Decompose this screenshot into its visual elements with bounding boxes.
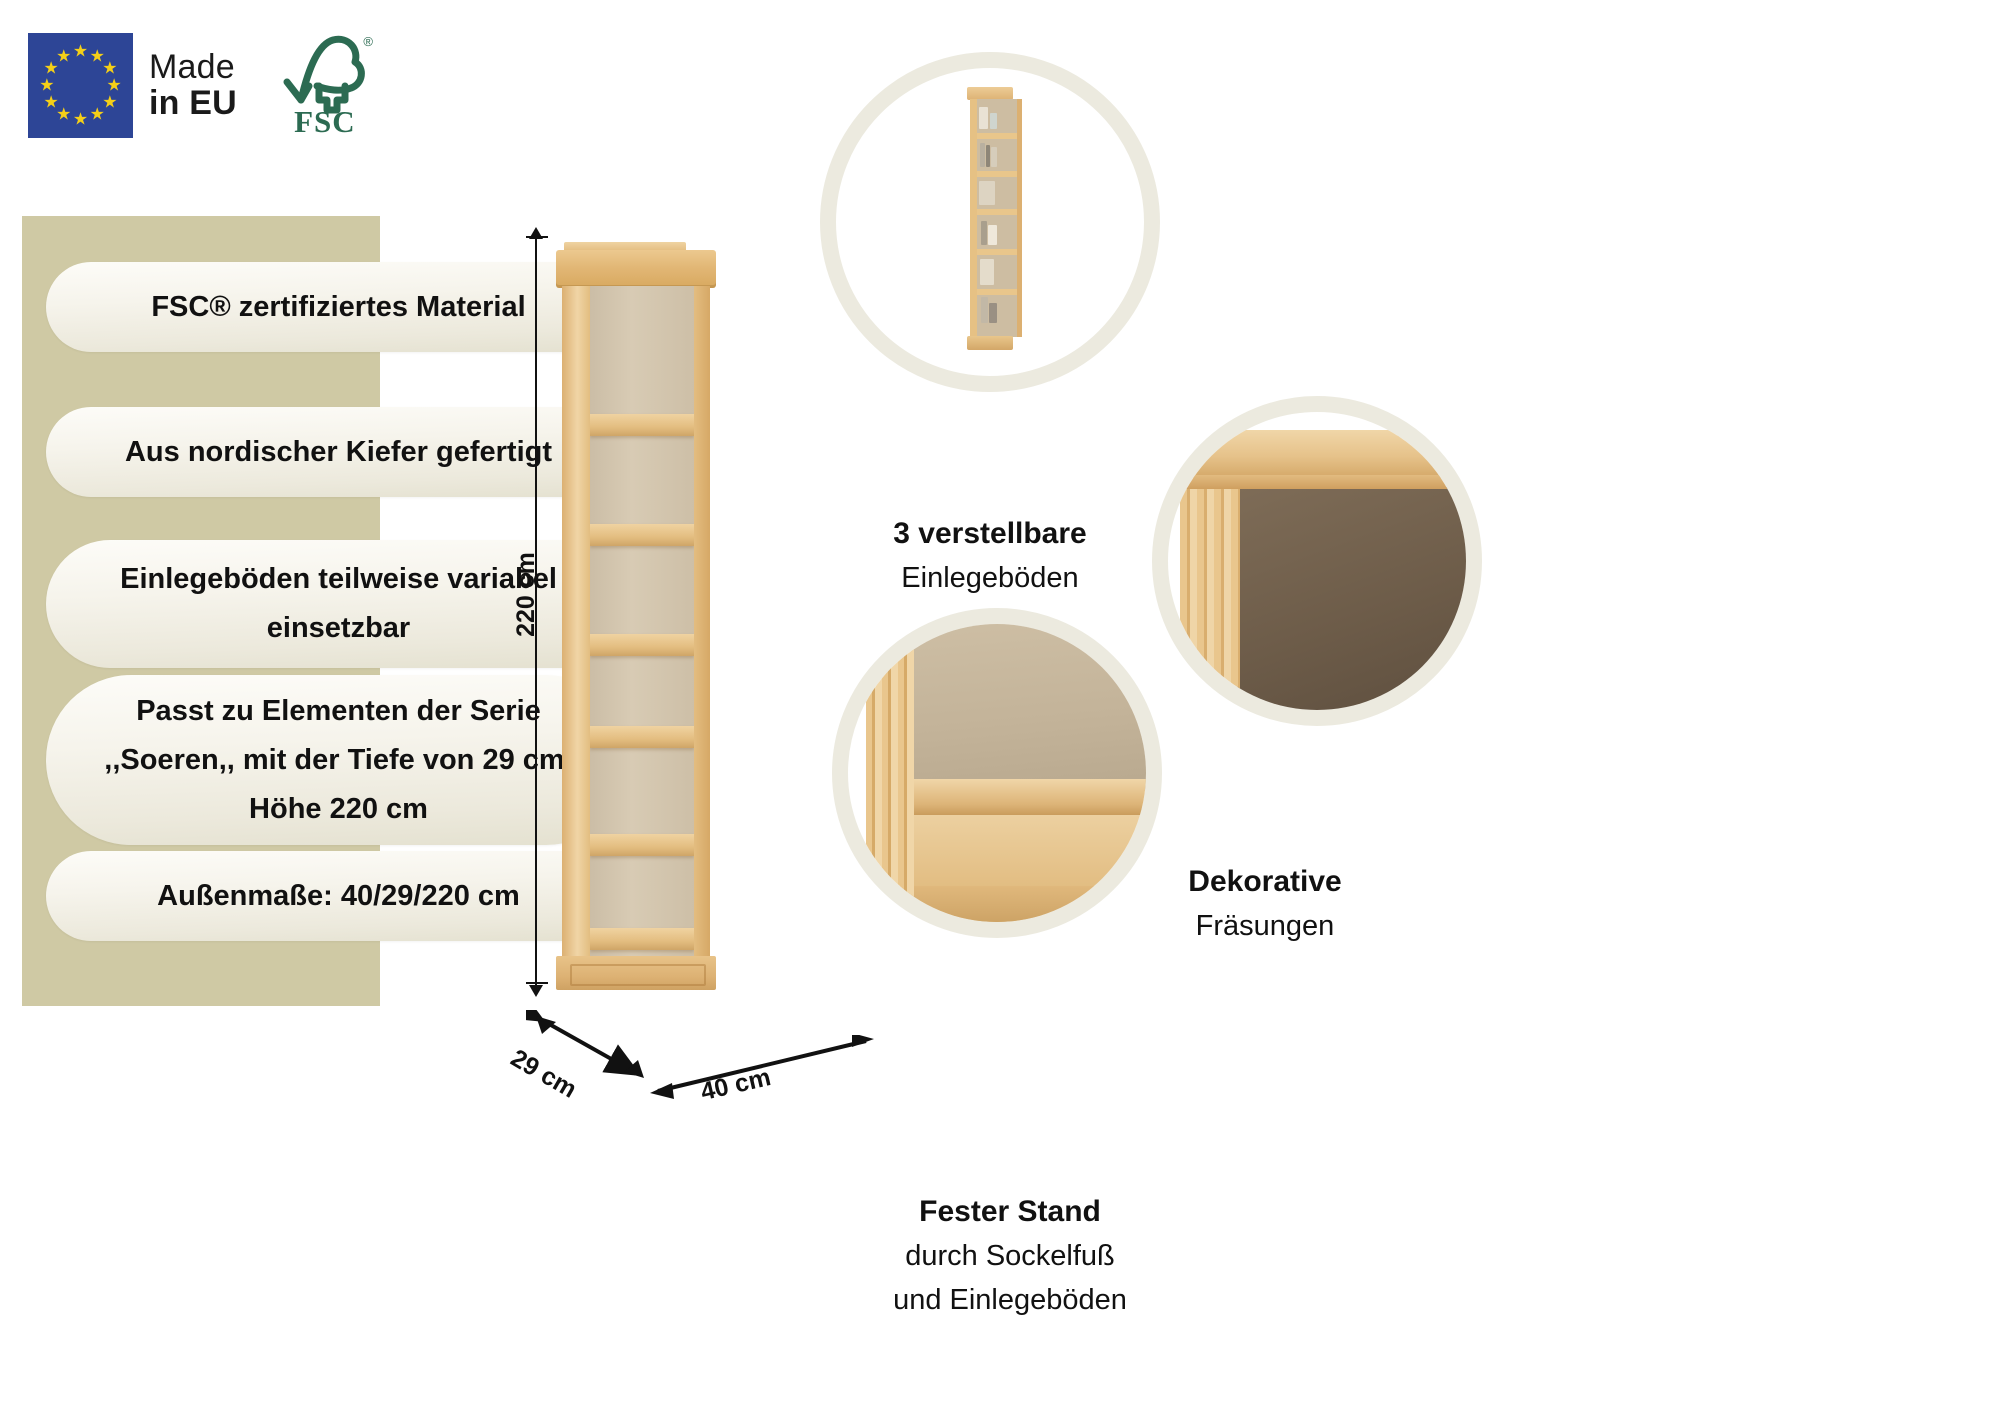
certification-badges: ★ ★ ★ ★ ★ ★ ★ ★ ★ ★ ★ ★ Made in EU <box>28 30 373 140</box>
callout-caption-stable-stand: Fester Stand durch Sockelfuß und Einlege… <box>790 1190 1230 1322</box>
decor-item <box>981 297 988 323</box>
decor-item <box>991 147 997 167</box>
mini-shelf <box>977 133 1017 139</box>
height-dim-tick-bottom <box>526 982 548 984</box>
feature-pill-5-line-1: Außenmaße: 40/29/220 cm <box>157 879 520 912</box>
mini-bookcase-plinth <box>967 336 1013 350</box>
feature-pill-2-line-1: Aus nordischer Kiefer gefertigt <box>124 435 553 468</box>
milling-top-edge <box>1168 474 1466 490</box>
made-in-eu-text: Made in EU <box>149 49 237 121</box>
decor-item <box>986 145 990 167</box>
plinth-shelf-board <box>910 778 1146 815</box>
depth-dimension: 29 cm <box>506 990 656 1104</box>
shelf-board <box>590 928 694 950</box>
decor-item <box>979 107 988 129</box>
mini-bookcase-cornice <box>967 87 1013 100</box>
feature-pill-2: Aus nordischer Kiefer gefertigt <box>46 407 631 497</box>
bookcase-plinth <box>556 956 716 990</box>
fsc-registered-mark: ® <box>363 34 373 49</box>
plinth-grooved-post <box>865 624 914 922</box>
feature-pill-3-line-2: einsetzbar <box>266 612 411 644</box>
shelf-board <box>590 834 694 856</box>
callout-image-adjustable-shelves <box>820 52 1160 392</box>
depth-arrow <box>506 990 644 1078</box>
decor-item <box>979 181 995 205</box>
width-dimension: 40 cm <box>640 1033 874 1106</box>
bookcase-illustration <box>556 242 716 990</box>
bookcase-right-post <box>694 286 710 958</box>
feature-pill-3: Einlegeböden teilweise variabel einsetzb… <box>46 540 631 668</box>
bookcase-cornice <box>556 250 716 288</box>
milling-interior-shadow <box>1236 486 1466 710</box>
milling-grooved-post <box>1179 486 1240 710</box>
made-in-eu-line2: in EU <box>149 84 237 122</box>
fsc-tree-checkmark-icon <box>283 35 365 114</box>
callout-caption-adjustable-shelves: 3 verstellbare Einlegeböden <box>770 512 1210 600</box>
callout-subtitle2-stable-stand: und Einlegeböden <box>893 1284 1127 1316</box>
mini-shelf <box>977 209 1017 215</box>
fsc-label: FSC <box>294 104 356 139</box>
feature-pill-5: Außenmaße: 40/29/220 cm <box>46 851 631 941</box>
decor-item <box>980 143 985 167</box>
plinth-foot-detail-photo <box>848 624 1146 922</box>
made-in-eu-line1: Made <box>149 48 235 86</box>
bookcase-plinth-moulding <box>570 964 706 986</box>
top-corner-milling-detail-photo <box>1168 412 1466 710</box>
feature-pill-4-line-1: Passt zu Elementen der Serie <box>136 694 541 727</box>
feature-pill-4-line-2: ,,Soeren,, mit der Tiefe von 29 cm, <box>104 743 573 776</box>
callout-caption-decorative-milling: Dekorative Fräsungen <box>1045 860 1485 948</box>
decor-item <box>990 113 997 129</box>
bookcase-interior <box>590 286 694 958</box>
mini-bookcase-body <box>970 99 1022 337</box>
shelf-board <box>590 524 694 546</box>
decor-item <box>981 221 987 245</box>
callout-image-stable-stand <box>832 608 1162 938</box>
feature-pill-1: FSC® zertifiziertes Material <box>46 262 631 352</box>
milling-top-panel <box>1168 429 1466 478</box>
decor-item <box>988 225 997 245</box>
made-in-eu-badge: ★ ★ ★ ★ ★ ★ ★ ★ ★ ★ ★ ★ Made in EU <box>28 32 237 138</box>
bookcase-top-lip <box>564 242 686 252</box>
height-dimension-label: 220 cm <box>511 552 540 637</box>
shelf-board <box>590 414 694 436</box>
feature-pill-1-line-1: FSC® zertifiziertes Material <box>151 290 526 323</box>
decor-item <box>989 303 997 323</box>
callout-subtitle-adjustable-shelves: Einlegeböden <box>901 562 1079 594</box>
feature-pill-3-line-1: Einlegeböden teilweise variabel <box>120 563 557 595</box>
width-arrow <box>650 1033 874 1099</box>
product-dimension-diagram: 220 cm <box>506 227 874 1390</box>
callout-subtitle-stable-stand: durch Sockelfuß <box>905 1240 1115 1272</box>
callout-title-stable-stand: Fester Stand <box>919 1195 1101 1228</box>
callout-title-adjustable-shelves: 3 verstellbare <box>893 517 1087 550</box>
mini-shelf <box>977 289 1017 295</box>
shelf-board <box>590 634 694 656</box>
feature-pill-4: Passt zu Elementen der Serie ,,Soeren,, … <box>46 675 631 845</box>
tall-narrow-bookcase-with-decor-photo <box>967 87 1022 357</box>
callout-subtitle-decorative-milling: Fräsungen <box>1195 910 1335 942</box>
shelf-board <box>590 726 694 748</box>
plinth-back-panel <box>910 624 1146 791</box>
mini-shelf <box>977 249 1017 255</box>
eu-flag-icon: ★ ★ ★ ★ ★ ★ ★ ★ ★ ★ ★ ★ <box>28 32 133 138</box>
feature-pill-4-line-3: Höhe 220 cm <box>249 792 428 825</box>
bookcase-body <box>562 286 710 958</box>
fsc-badge: ® FSC <box>279 30 373 140</box>
callout-title-decorative-milling: Dekorative <box>1188 865 1342 898</box>
bookcase-left-post <box>562 286 590 958</box>
decor-item <box>980 259 994 285</box>
mini-shelf <box>977 171 1017 177</box>
callout-image-decorative-milling <box>1152 396 1482 726</box>
